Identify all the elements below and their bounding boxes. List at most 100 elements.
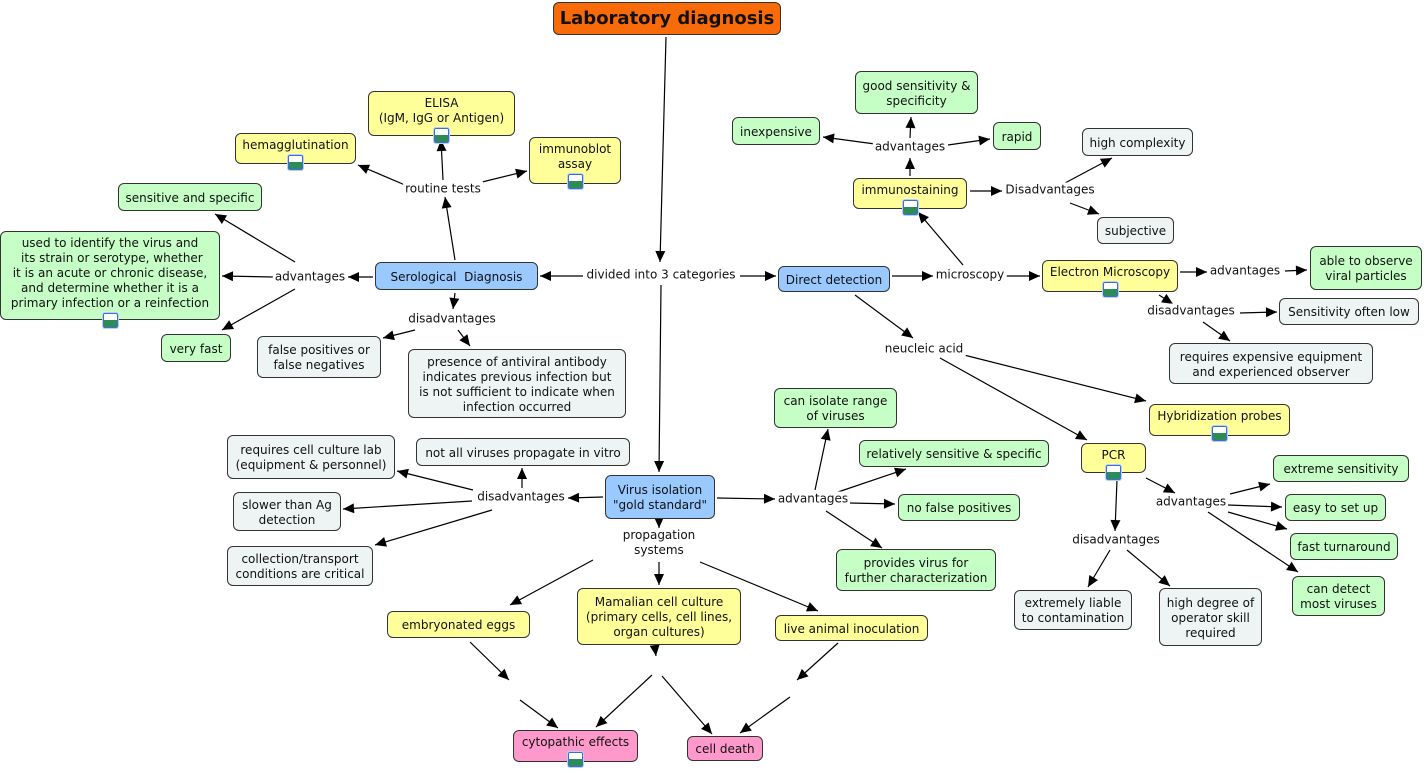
- arrowhead-icon: [654, 574, 664, 585]
- link-virus-disadvantages[interactable]: disadvantages: [475, 489, 567, 505]
- concept-sensitivity-low[interactable]: Sensitivity often low: [1279, 298, 1419, 325]
- concept-operator-skill[interactable]: high degree of operator skill required: [1159, 588, 1262, 646]
- concept-false-positives[interactable]: false positives or false negatives: [257, 336, 381, 378]
- concept-provides-virus[interactable]: provides virus for further characterizat…: [836, 549, 996, 591]
- concept-immunoblot[interactable]: immunoblot assay: [529, 137, 621, 189]
- concept-extreme-sensitivity[interactable]: extreme sensitivity: [1273, 455, 1409, 482]
- concept-hybridization-probes[interactable]: Hybridization probes: [1149, 404, 1290, 441]
- arrowhead-icon: [740, 722, 752, 733]
- arrowhead-icon: [901, 327, 913, 338]
- arrowhead-icon: [701, 722, 712, 734]
- concept-presence-antibody[interactable]: presence of antiviral antibody indicates…: [408, 349, 626, 418]
- arrowhead-icon: [1134, 393, 1146, 404]
- concept-fast-turnaround[interactable]: fast turnaround: [1290, 533, 1398, 560]
- arrowhead-icon: [1110, 519, 1121, 531]
- arrowhead-icon: [1196, 267, 1207, 277]
- arrowhead-icon: [568, 492, 580, 503]
- link-pcr-advantages[interactable]: advantages: [1153, 494, 1229, 510]
- link-divided[interactable]: divided into 3 categories: [584, 267, 738, 283]
- link-propagation-systems[interactable]: propagation systems: [620, 528, 698, 558]
- link-virus-advantages[interactable]: advantages: [775, 491, 851, 507]
- concept-not-all-propagate[interactable]: not all viruses propagate in vitro: [416, 438, 630, 466]
- concept-cell-death[interactable]: cell death: [687, 736, 763, 761]
- concept-observe-viral-particles[interactable]: able to observe viral particles: [1310, 246, 1422, 290]
- arrowhead-icon: [358, 164, 371, 174]
- concept-virus-isolation[interactable]: Virus isolation "gold standard": [605, 475, 715, 519]
- link-serological-disadvantages[interactable]: disadvantages: [406, 311, 498, 327]
- arrowhead-icon: [905, 117, 916, 129]
- arrowhead-icon: [343, 503, 355, 514]
- arrowhead-icon: [1258, 481, 1270, 492]
- link-immunostaining-disadvantages[interactable]: Disadvantages: [1003, 182, 1097, 198]
- concept-direct-detection[interactable]: Direct detection: [778, 266, 890, 292]
- concept-pcr[interactable]: PCR: [1081, 443, 1146, 480]
- concept-liable-contamination[interactable]: extremely liable to contamination: [1014, 590, 1132, 630]
- root-concept-laboratory-diagnosis[interactable]: Laboratory diagnosis: [553, 2, 781, 35]
- link-em-advantages[interactable]: advantages: [1207, 263, 1283, 279]
- link-serological-advantages[interactable]: advantages: [272, 269, 348, 285]
- connection-line: [509, 559, 594, 606]
- concept-easy-setup[interactable]: easy to set up: [1285, 494, 1386, 521]
- concept-requires-cell-culture[interactable]: requires cell culture lab (equipment & p…: [227, 435, 395, 479]
- concept-hemagglutination[interactable]: hemagglutination: [235, 133, 356, 170]
- arrowhead-icon: [654, 517, 664, 528]
- connection-line: [214, 213, 296, 263]
- concept-collection-transport[interactable]: collection/transport conditions are crit…: [227, 546, 373, 586]
- connection-line: [959, 353, 1147, 402]
- arrowhead-icon: [649, 644, 660, 656]
- link-pcr-disadvantages[interactable]: disadvantages: [1070, 532, 1162, 548]
- image-icon[interactable]: [434, 128, 449, 143]
- concept-embryonated-eggs[interactable]: embryonated eggs: [387, 611, 530, 638]
- arrowhead-icon: [441, 197, 452, 209]
- arrowhead-icon: [459, 334, 470, 346]
- image-icon[interactable]: [567, 174, 583, 189]
- concept-immunostaining[interactable]: immunostaining: [853, 178, 967, 215]
- image-icon[interactable]: [1106, 465, 1121, 480]
- connection-line: [221, 288, 296, 331]
- link-neucleic-acid[interactable]: neucleic acid: [882, 341, 966, 357]
- concept-inexpensive[interactable]: inexpensive: [732, 117, 820, 145]
- image-icon[interactable]: [1212, 426, 1227, 441]
- arrowhead-icon: [375, 537, 387, 547]
- link-em-disadvantages[interactable]: disadvantages: [1145, 303, 1237, 319]
- concept-requires-expensive[interactable]: requires expensive equipment and experie…: [1169, 343, 1373, 384]
- concept-used-to-identify[interactable]: used to identify the virus and its strai…: [0, 231, 220, 328]
- concept-serological-diagnosis[interactable]: Serological Diagnosis: [375, 262, 538, 290]
- image-icon[interactable]: [568, 752, 583, 767]
- link-microscopy[interactable]: microscopy: [933, 267, 1007, 283]
- arrowhead-icon: [1161, 293, 1173, 304]
- connection-line: [396, 470, 474, 491]
- concept-very-fast[interactable]: very fast: [161, 334, 231, 362]
- concept-electron-microscopy[interactable]: Electron Microscopy: [1042, 260, 1178, 297]
- link-routine-tests[interactable]: routine tests: [403, 181, 483, 197]
- concept-relatively-sensitive[interactable]: relatively sensitive & specific: [859, 440, 1049, 467]
- image-icon[interactable]: [902, 200, 918, 215]
- concept-rapid[interactable]: rapid: [993, 122, 1041, 150]
- concept-cytopathic-effects[interactable]: cytopathic effects: [513, 730, 638, 767]
- arrowhead-icon: [1295, 265, 1307, 276]
- concept-good-sensitivity[interactable]: good sensitivity & specificity: [855, 71, 978, 114]
- concept-slower[interactable]: slower than Ag detection: [233, 492, 341, 531]
- concept-no-false-positives[interactable]: no false positives: [898, 494, 1020, 521]
- arrowhead-icon: [222, 320, 235, 330]
- concept-label: cytopathic effects: [521, 735, 630, 749]
- concept-live-animal[interactable]: live animal inoculation: [775, 615, 928, 641]
- arrowhead-icon: [436, 140, 447, 152]
- arrowhead-icon: [765, 271, 776, 281]
- arrowhead-icon: [515, 168, 527, 179]
- concept-sensitive-specific[interactable]: sensitive and specific: [118, 183, 262, 211]
- concept-elisa[interactable]: ELISA (IgM, IgG or Antigen): [368, 91, 515, 143]
- concept-mamalian-cell-culture[interactable]: Mamalian cell culture (primary cells, ce…: [577, 588, 741, 645]
- link-immunostaining-advantages[interactable]: advantages: [872, 139, 948, 155]
- image-icon[interactable]: [288, 155, 303, 170]
- image-icon[interactable]: [102, 313, 118, 328]
- concept-isolate-range[interactable]: can isolate range of viruses: [774, 388, 897, 428]
- arrowhead-icon: [510, 595, 523, 605]
- arrowhead-icon: [763, 493, 775, 504]
- connection-line: [659, 36, 667, 263]
- concept-high-complexity[interactable]: high complexity: [1082, 128, 1193, 156]
- concept-subjective[interactable]: subjective: [1097, 217, 1174, 244]
- image-icon[interactable]: [1102, 282, 1118, 297]
- concept-detect-most-viruses[interactable]: can detect most viruses: [1292, 576, 1385, 616]
